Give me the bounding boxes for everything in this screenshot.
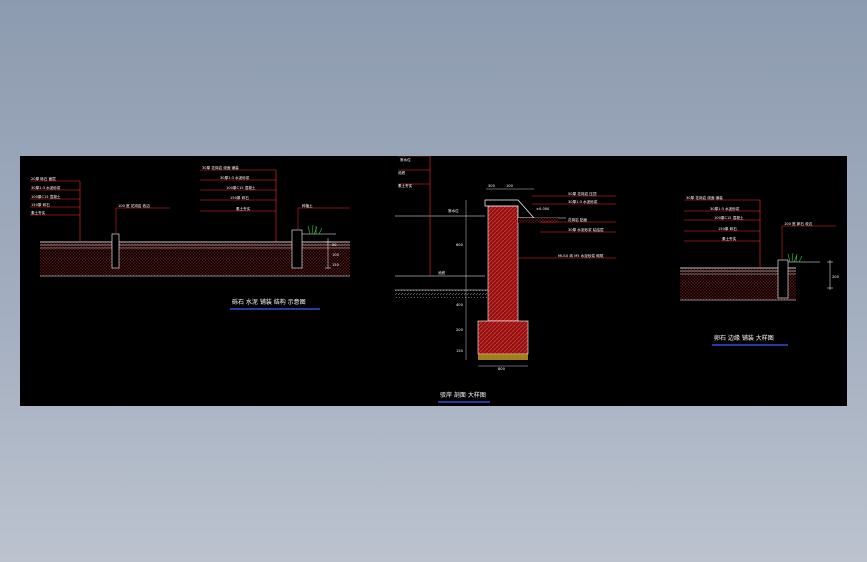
right-base-layer bbox=[680, 268, 796, 300]
left-callout-3: 100厚C15 混凝土 bbox=[31, 194, 61, 199]
right-section-drawing: 200 30厚 花岗岩 烧面 铺装 30厚1:3 水泥砂浆 100厚C15 混凝… bbox=[680, 195, 840, 346]
left-pavement-section bbox=[40, 224, 350, 277]
right-edge-note: 100 宽 卵石 收边 bbox=[781, 221, 836, 260]
middle-level-note: ±0.000 bbox=[536, 207, 550, 211]
middle-left-callout-1: 常水位 bbox=[400, 157, 411, 162]
right-edge-curb bbox=[777, 259, 789, 299]
left-callout-group-left: 20厚 砾石 面层 30厚1:3 水泥砂浆 100厚C15 混凝土 150厚 碎… bbox=[30, 176, 81, 242]
left-right-callout-5: 素土夯实 bbox=[236, 206, 251, 211]
grass-icon bbox=[787, 252, 803, 263]
left-right-callout-4: 150厚 碎石 bbox=[230, 195, 249, 200]
middle-right-callout-1: 50厚 花岗岩 压顶 bbox=[568, 191, 597, 196]
middle-gravel-bed bbox=[478, 354, 528, 360]
left-base-layer bbox=[40, 242, 350, 276]
middle-side-dim-1: 600 bbox=[456, 243, 464, 247]
middle-side-dim-4: 150 bbox=[456, 349, 464, 353]
middle-right-callouts: 50厚 花岗岩 压顶 30厚1:3 水泥砂浆 花岗岩 贴面 30厚 水泥砂浆 粘… bbox=[518, 191, 616, 259]
middle-pond-bottom bbox=[395, 290, 490, 298]
middle-water-label-1: 常水位 bbox=[448, 208, 459, 213]
grass-icon bbox=[307, 224, 323, 235]
left-planting-soil-note: 种植土 bbox=[302, 203, 313, 208]
right-callout-3: 100厚C15 混凝土 bbox=[714, 215, 744, 220]
right-edge-callout: 100 宽 卵石 收边 bbox=[784, 221, 813, 226]
middle-right-callout-5: MU10 砖 M5 水泥砂浆 砌筑 bbox=[558, 253, 604, 258]
right-callout-5: 素土夯实 bbox=[722, 236, 737, 241]
left-right-note: 种植土 bbox=[297, 203, 350, 230]
middle-top-dims: 300 100 ±0.000 bbox=[486, 184, 550, 211]
middle-left-callout-2: 池底 bbox=[398, 170, 406, 175]
left-right-callout-1: 30厚 花岗岩 烧面 铺装 bbox=[202, 165, 239, 170]
left-callout-2: 30厚1:3 水泥砂浆 bbox=[31, 185, 61, 190]
left-callout-1: 20厚 砾石 面层 bbox=[31, 176, 56, 181]
middle-right-callout-3: 花岗岩 贴面 bbox=[568, 217, 588, 222]
left-dimensions: 50 100 150 bbox=[332, 243, 340, 267]
left-section-drawing: 20厚 砾石 面层 30厚1:3 水泥砂浆 100厚C15 混凝土 150厚 碎… bbox=[30, 165, 350, 310]
right-pavement-section: 200 bbox=[680, 252, 840, 301]
left-callout-5: 素土夯实 bbox=[31, 210, 46, 215]
drawing-canvas: 20厚 砾石 面层 30厚1:3 水泥砂浆 100厚C15 混凝土 150厚 碎… bbox=[30, 156, 840, 403]
right-dim-1: 200 bbox=[832, 275, 840, 279]
left-mid-note: 100 宽 花岗岩 收边 bbox=[115, 203, 170, 234]
middle-footing bbox=[477, 320, 529, 355]
left-right-callout-3: 100厚C15 混凝土 bbox=[226, 185, 256, 190]
left-edge-curb bbox=[291, 229, 303, 269]
left-dim-3: 150 bbox=[332, 263, 340, 267]
middle-right-callout-4: 30厚 水泥砂浆 粘结层 bbox=[568, 227, 604, 232]
right-callouts: 30厚 花岗岩 烧面 铺装 30厚1:3 水泥砂浆 100厚C15 混凝土 15… bbox=[684, 195, 761, 268]
left-curb-stone bbox=[111, 233, 120, 269]
middle-drawing-title: 驳岸 剖面 大样图 bbox=[440, 391, 486, 399]
middle-water-label-2: 池底 bbox=[438, 270, 446, 275]
right-callout-1: 30厚 花岗岩 烧面 铺装 bbox=[686, 195, 723, 200]
middle-top-dim-2: 100 bbox=[506, 184, 514, 188]
middle-section-drawing: 常水位 池底 素土夯实 常水位 池底 300 100 ±0.000 50厚 花岗… bbox=[395, 156, 616, 403]
left-callout-4: 150厚 碎石 bbox=[31, 202, 50, 207]
left-callout-group-right: 30厚 花岗岩 烧面 铺装 30厚1:3 水泥砂浆 100厚C15 混凝土 15… bbox=[200, 165, 277, 242]
middle-left-callouts: 常水位 池底 素土夯实 bbox=[398, 156, 431, 276]
cad-viewport[interactable]: 20厚 砾石 面层 30厚1:3 水泥砂浆 100厚C15 混凝土 150厚 碎… bbox=[20, 156, 847, 406]
left-drawing-title: 砾石 水泥 铺装 结构 示意图 bbox=[232, 298, 306, 306]
left-dim-1: 50 bbox=[332, 243, 337, 247]
right-drawing-title: 卵石 边缘 铺装 大样图 bbox=[714, 334, 774, 342]
left-mid-callout: 100 宽 花岗岩 收边 bbox=[118, 203, 150, 208]
middle-top-dim-1: 300 bbox=[488, 184, 496, 188]
left-dim-2: 100 bbox=[332, 253, 340, 257]
middle-side-dim-3: 200 bbox=[456, 328, 464, 332]
right-callout-2: 30厚1:3 水泥砂浆 bbox=[710, 206, 740, 211]
right-callout-4: 150厚 碎石 bbox=[718, 226, 737, 231]
middle-left-callout-3: 素土夯实 bbox=[398, 183, 413, 188]
left-right-callout-2: 30厚1:3 水泥砂浆 bbox=[220, 175, 250, 180]
middle-water-labels: 常水位 池底 bbox=[438, 208, 459, 275]
middle-base-dim: 800 bbox=[498, 367, 506, 371]
middle-retaining-wall bbox=[487, 205, 519, 322]
middle-right-callout-2: 30厚1:3 水泥砂浆 bbox=[568, 199, 598, 204]
middle-side-dims: 600 400 200 150 800 bbox=[456, 200, 528, 371]
middle-side-dim-2: 400 bbox=[456, 303, 464, 307]
